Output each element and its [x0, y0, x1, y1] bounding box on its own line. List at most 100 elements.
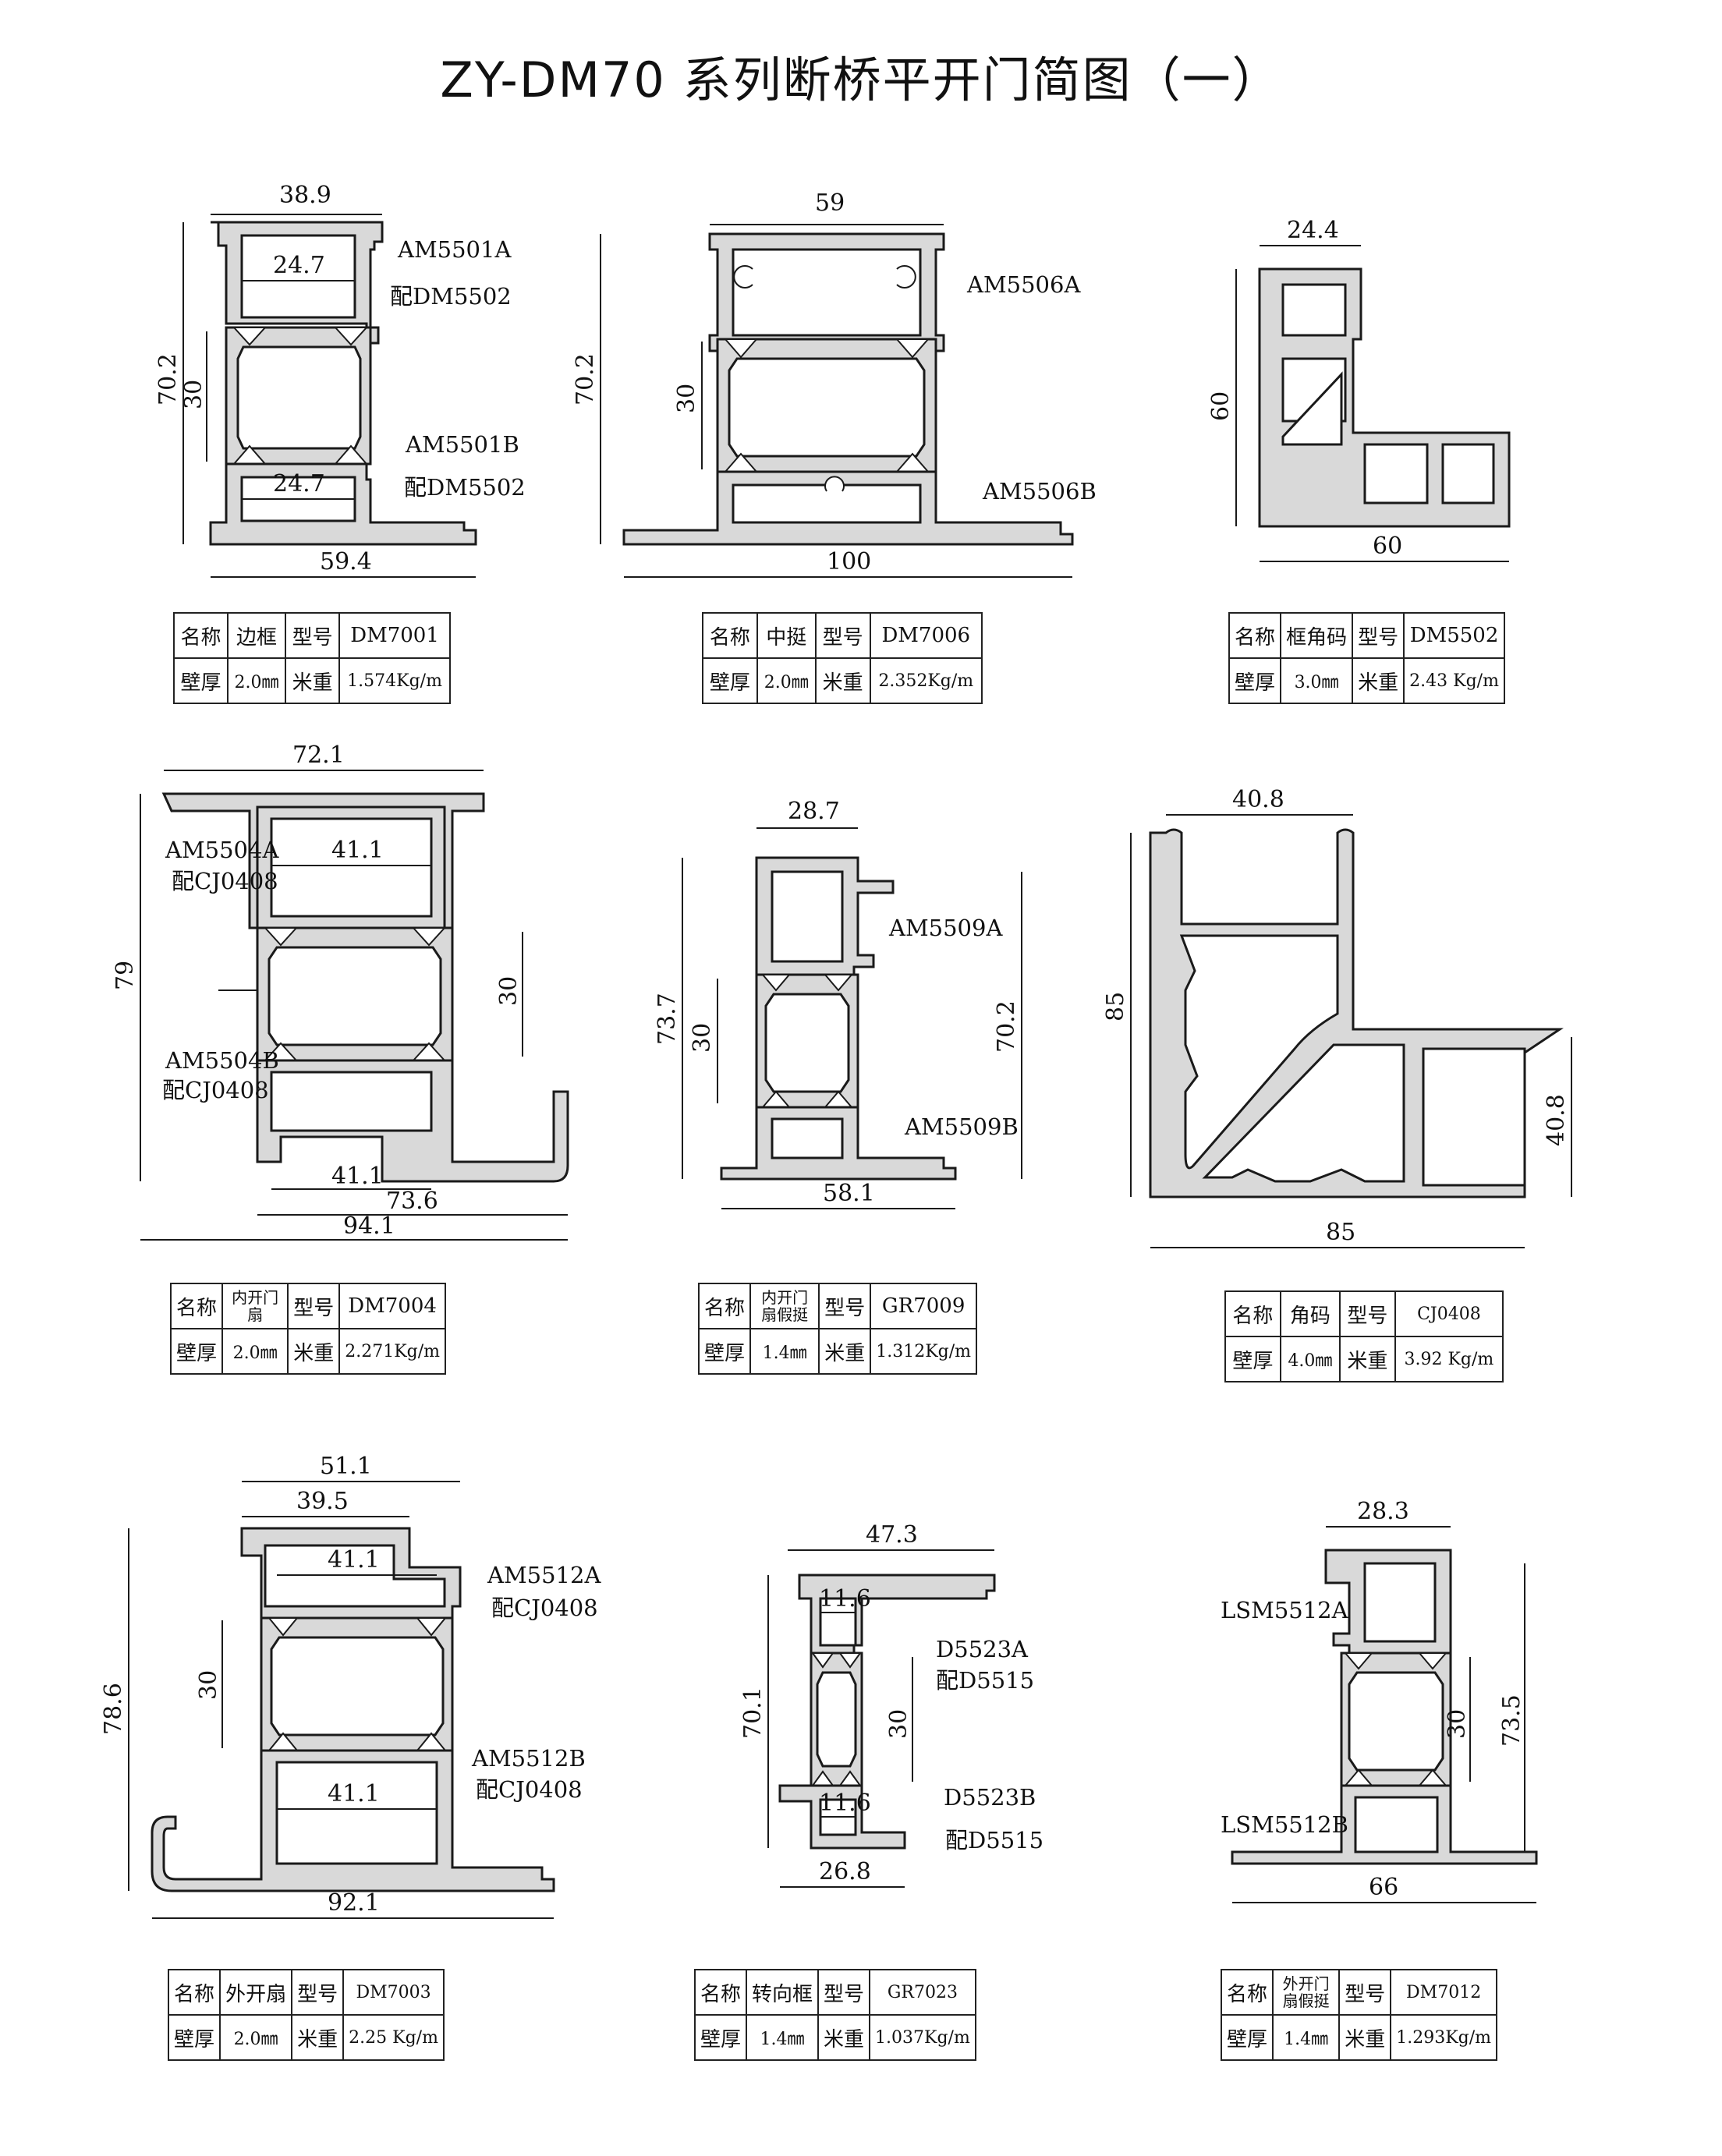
weight-value: 2.25 Kg/m	[342, 2014, 445, 2061]
dim-height: 73.5	[1498, 1694, 1525, 1747]
model-label: 型号	[814, 612, 871, 659]
profile-gr7009: 28.7 73.7 30 70.2 58.1 AM5509A AM5509B	[654, 780, 1068, 1232]
model-value: GR7023	[869, 1969, 976, 2016]
dim-thermal: 30	[195, 1670, 222, 1700]
profile-dm7006: 59 70.2 30 100 AM5506A AM5506B	[569, 172, 1097, 593]
wall-label: 壁厚	[167, 2014, 221, 2061]
dim-inner-bottom: 41.1	[331, 1163, 384, 1190]
weight-value: 1.037Kg/m	[869, 2014, 976, 2061]
name-label: 名称	[697, 1283, 752, 1329]
name-value: 边框	[226, 612, 287, 659]
wall-label: 壁厚	[169, 1328, 224, 1375]
dim-width-top: 47.3	[866, 1521, 918, 1549]
dim-width-bottom: 100	[827, 548, 871, 575]
profile-dm7001: 38.9 24.7 70.2 30 24.7 59.4 AM5501A 配DM5…	[154, 172, 526, 578]
name-value: 角码	[1279, 1290, 1341, 1337]
profile-drawing: 38.9 24.7 70.2 30 24.7 59.4 AM5501A 配DM5…	[154, 182, 526, 578]
label-part-b: LSM5512B	[1221, 1811, 1348, 1838]
profile-gr7023: 47.3 11.6 70.1 30 11.6 26.8 D5523A 配D551…	[733, 1489, 1123, 1926]
dim-width-bottom: 92.1	[328, 1889, 380, 1917]
weight-value: 1.293Kg/m	[1390, 2014, 1497, 2061]
dim-height: 60	[1207, 391, 1235, 421]
weight-label: 米重	[291, 2014, 345, 2061]
profile-drawing: 28.3 30 73.5 66 LSM5512A LSM5512B	[1221, 1498, 1538, 1903]
dim-height-right: 40.8	[1543, 1094, 1570, 1146]
dim-height-right: 70.2	[993, 1000, 1020, 1053]
dim-height: 70.2	[572, 353, 599, 405]
dim-height: 78.6	[100, 1683, 127, 1735]
label-pair-b: 配CJ0408	[476, 1776, 583, 1803]
dim-width-bottom: 94.1	[343, 1213, 395, 1240]
label-part-b: AM5506B	[982, 478, 1097, 504]
dim-width-bottom: 85	[1326, 1219, 1355, 1246]
wall-value: 2.0㎜	[221, 1328, 289, 1375]
label-part-b: AM5504B	[165, 1047, 279, 1074]
name-value: 转向框	[746, 1969, 820, 2016]
model-label: 型号	[285, 612, 341, 659]
model-value: DM7001	[338, 612, 451, 659]
profile-cj0408: 40.8 85 40.8 85	[1102, 780, 1591, 1263]
weight-value: 2.352Kg/m	[869, 657, 983, 704]
profile-drawing: 47.3 11.6 70.1 30 11.6 26.8 D5523A 配D551…	[739, 1521, 1043, 1888]
label-part-a: AM5512A	[487, 1562, 601, 1588]
weight-value: 2.43 Kg/m	[1403, 657, 1505, 704]
model-label: 型号	[1338, 1290, 1396, 1337]
dim-inner-mid: 41.1	[328, 1546, 380, 1574]
weight-value: 2.271Kg/m	[338, 1328, 446, 1375]
model-value: DM7006	[869, 612, 983, 659]
dim-thermal: 30	[495, 976, 523, 1006]
label-pair-a: 配DM5502	[390, 283, 512, 310]
name-value: 外开扇	[219, 1969, 293, 2016]
name-label: 名称	[173, 612, 229, 659]
model-value: DM7012	[1390, 1969, 1497, 2016]
wall-label: 壁厚	[1228, 657, 1282, 704]
profile-drawing: 28.7 73.7 30 70.2 58.1 AM5509A AM5509B	[654, 798, 1022, 1209]
dim-width-bottom: 26.8	[819, 1858, 871, 1885]
weight-label: 米重	[818, 1328, 872, 1375]
label-pair-a: 配CJ0408	[172, 868, 278, 894]
weight-value: 1.574Kg/m	[338, 657, 451, 704]
label-pair-b: 配CJ0408	[162, 1077, 269, 1103]
dim-inner-bottom: 11.6	[819, 1790, 871, 1817]
dim-height: 85	[1102, 992, 1129, 1021]
dim-width-bottom: 59.4	[320, 548, 372, 575]
dim-width-bottom: 58.1	[823, 1180, 875, 1207]
profile-drawing: 24.4 60 60	[1207, 217, 1511, 562]
profile-drawing: 72.1 41.1 79 30 41.1 73.6 94.1 AM5504A 配…	[112, 742, 569, 1241]
dim-width-top: 38.9	[279, 182, 331, 209]
dim-thermal: 30	[180, 380, 207, 409]
model-label: 型号	[817, 1969, 871, 2016]
wall-label: 壁厚	[173, 657, 229, 704]
model-label: 型号	[1338, 1969, 1392, 2016]
weight-label: 米重	[285, 657, 341, 704]
weight-label: 米重	[1338, 2014, 1392, 2061]
dim-inner-top: 41.1	[331, 837, 384, 864]
name-label: 名称	[1228, 612, 1282, 659]
weight-label: 米重	[287, 1328, 341, 1375]
dim-height: 79	[112, 961, 139, 990]
label-part-b: AM5501B	[405, 431, 519, 458]
profile-dm7012: 28.3 30 73.5 66 LSM5512A LSM5512B	[1217, 1489, 1591, 1926]
wall-label: 壁厚	[1220, 2014, 1274, 2061]
dim-height: 70.2	[154, 353, 182, 405]
profile-dm5502: 24.4 60 60	[1207, 211, 1544, 600]
dim-thermal: 30	[673, 384, 700, 413]
weight-label: 米重	[1338, 1336, 1396, 1382]
wall-label: 壁厚	[1224, 1336, 1281, 1382]
name-label: 名称	[169, 1283, 224, 1329]
wall-value: 1.4㎜	[749, 1328, 820, 1375]
model-label: 型号	[818, 1283, 872, 1329]
wall-label: 壁厚	[702, 657, 758, 704]
dim-width-bottom: 66	[1369, 1874, 1398, 1901]
wall-label: 壁厚	[697, 1328, 752, 1375]
model-label: 型号	[291, 1969, 345, 2016]
name-value: 内开门扇	[221, 1283, 289, 1329]
label-part-a: D5523A	[936, 1636, 1029, 1662]
label-part-b: D5523B	[944, 1784, 1036, 1811]
profile-drawing: 40.8 85 40.8 85	[1102, 786, 1572, 1248]
wall-label: 壁厚	[693, 2014, 748, 2061]
model-label: 型号	[1352, 612, 1405, 659]
